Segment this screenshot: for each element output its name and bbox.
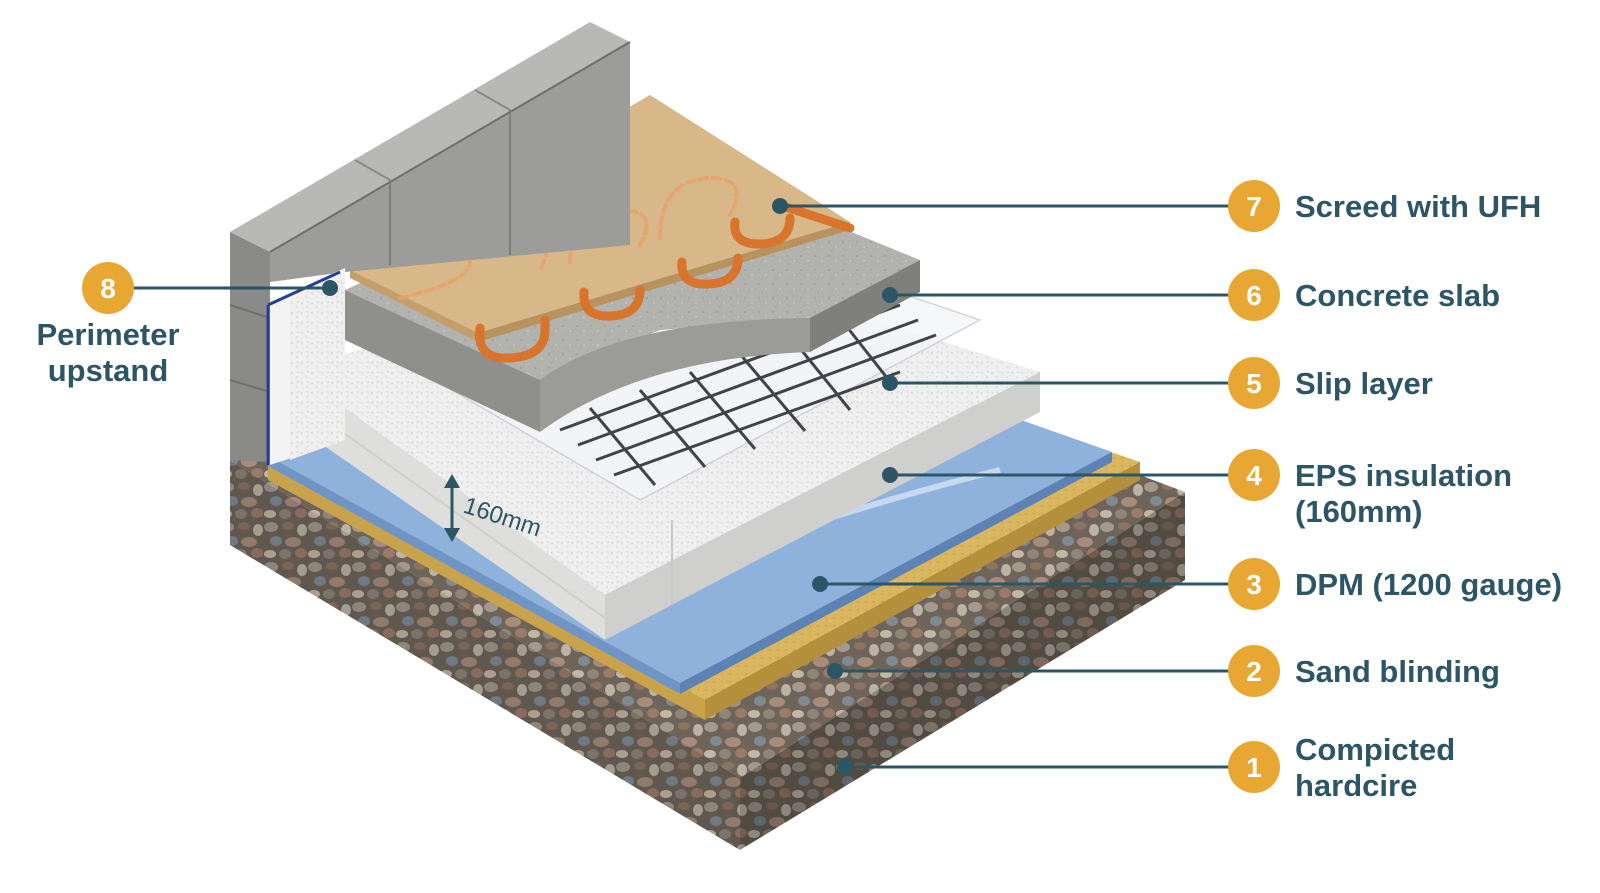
badge-number: 4 (1246, 460, 1262, 491)
number-badge (1228, 558, 1280, 610)
callout-label: Perimeter (36, 317, 179, 352)
number-badge (1228, 180, 1280, 232)
callout-4: 4 EPS insulation(160mm) (882, 449, 1512, 529)
leader-dot (882, 375, 898, 391)
perimeter-upstand (266, 268, 345, 465)
callout-label: hardcire (1295, 768, 1417, 803)
callout-label: Slip layer (1295, 366, 1433, 401)
callout-2: 2 Sand blinding (827, 645, 1500, 697)
callout-label: Screed with UFH (1295, 189, 1541, 224)
badge-number: 3 (1246, 569, 1262, 600)
number-badge (1228, 645, 1280, 697)
number-badge (1228, 741, 1280, 793)
callout-label: EPS insulation (1295, 458, 1512, 493)
leader-dot (812, 576, 828, 592)
callout-7: 7 Screed with UFH (772, 180, 1541, 232)
badge-number: 1 (1246, 752, 1262, 783)
callout-6: 6 Concrete slab (882, 269, 1500, 321)
callouts: 7 Screed with UFH 6 Concrete slab 5 Slip laye… (36, 180, 1562, 803)
leader-dot (322, 280, 338, 296)
leader-dot (827, 663, 843, 679)
leader-dot (882, 287, 898, 303)
badge-number: 8 (100, 273, 116, 304)
callout-3: 3 DPM (1200 gauge) (812, 558, 1562, 610)
callout-5: 5 Slip layer (882, 357, 1433, 409)
leader-dot (882, 467, 898, 483)
badge-number: 6 (1246, 280, 1262, 311)
number-badge (1228, 357, 1280, 409)
callout-label: upstand (48, 353, 169, 388)
callout-label: Sand blinding (1295, 654, 1500, 689)
leader-dot (837, 759, 853, 775)
number-badge (1228, 449, 1280, 501)
callout-label: Compicted (1295, 732, 1455, 767)
badge-number: 5 (1246, 368, 1262, 399)
callout-label: (160mm) (1295, 494, 1423, 529)
badge-number: 7 (1246, 191, 1262, 222)
number-badge (82, 262, 134, 314)
number-badge (1228, 269, 1280, 321)
badge-number: 2 (1246, 656, 1262, 687)
callout-label: Concrete slab (1295, 278, 1500, 313)
callout-label: DPM (1200 gauge) (1295, 567, 1562, 602)
leader-dot (772, 198, 788, 214)
